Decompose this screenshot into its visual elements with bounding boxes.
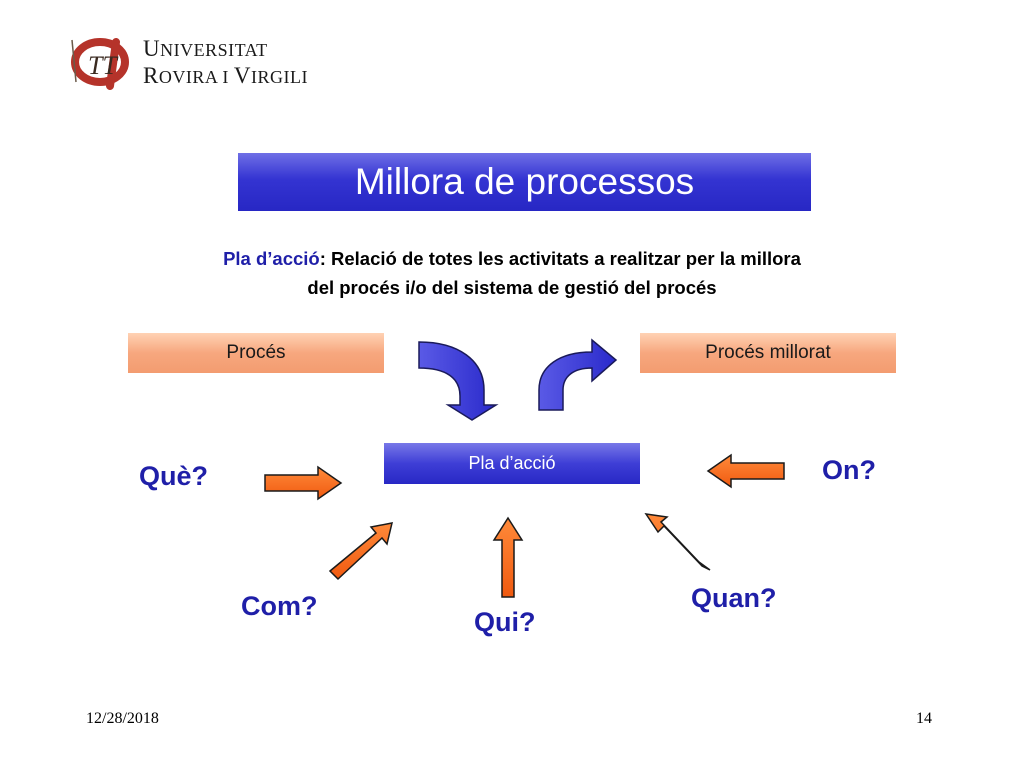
arrow-left-icon [706,453,785,489]
slide-title: Millora de processos [354,161,695,202]
proces-label: Procés [226,342,286,363]
svg-text:TT: TT [88,51,118,80]
question-com: Com? [241,591,318,621]
university-logo-icon: TT [71,38,129,90]
pla-accio-label: Pla d’acció [468,453,556,473]
question-que: Què? [139,461,209,491]
definition-line1: : Relació de totes les activitats a real… [319,248,801,269]
arrow-up-left-icon [644,513,711,571]
footer-date: 12/28/2018 [86,710,159,727]
proces-box: Procés [128,333,384,373]
proces-millorat-box: Procés millorat [640,333,896,373]
definition-term: Pla d’acció [223,248,320,269]
arrow-right-icon [264,465,343,501]
question-qui: Qui? [474,607,536,637]
curved-arrow-up-right-icon [538,338,618,411]
curved-arrow-down-icon [418,341,499,421]
question-on: On? [822,455,876,485]
pla-accio-box: Pla d’acció [384,443,640,484]
page-number: 14 [916,710,932,727]
slide-title-box: Millora de processos [238,153,811,211]
arrow-up-icon [492,516,524,598]
definition-text: Pla d’acció: Relació de totes les activi… [110,244,914,302]
university-name: UNIVERSITAT ROVIRA I VIRGILI [143,36,308,88]
definition-line2: del procés i/o del sistema de gestió del… [307,277,717,298]
proces-millorat-label: Procés millorat [705,342,831,363]
arrow-up-right-icon [328,522,393,581]
question-quan: Quan? [691,583,777,613]
